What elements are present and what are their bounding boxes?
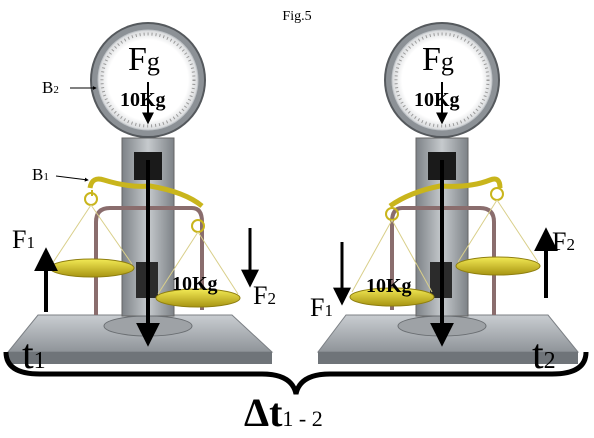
t2-sub: 2 — [544, 348, 556, 374]
right-base-front — [318, 352, 578, 364]
t2-label: t2 — [532, 332, 556, 378]
left-f1-sub: 1 — [26, 233, 35, 252]
right-fg-letter: F — [422, 41, 441, 78]
right-pan-right-strings — [457, 199, 539, 263]
left-pan-mass-label: 10Kg — [172, 273, 218, 295]
b1-pointer-arrow — [55, 175, 89, 182]
b1-letter: B — [32, 165, 43, 184]
right-dial-ticks — [394, 32, 490, 128]
left-base-front — [8, 352, 272, 364]
right-dial-face — [391, 29, 493, 131]
time-interval-brace — [3, 351, 589, 395]
delta-t-symbol: Δt — [244, 390, 283, 435]
right-ring-right — [490, 187, 504, 201]
left-dial-ticks — [100, 32, 196, 128]
t1-label: t1 — [22, 332, 46, 378]
delta-t-sub: 1 - 2 — [282, 406, 322, 431]
figure-title: Fig.5 — [282, 9, 311, 24]
left-frame — [94, 206, 204, 315]
right-f2-sub: 2 — [566, 235, 575, 254]
b1-sub: 1 — [43, 171, 49, 183]
right-f1-letter: F — [310, 293, 324, 322]
t1-sub: 1 — [34, 348, 46, 374]
right-balance-beam — [388, 176, 503, 209]
left-pan-left-strings — [51, 204, 133, 265]
right-pan-right — [455, 256, 541, 276]
t2-letter: t — [532, 332, 544, 378]
right-pan-mass-label: 10Kg — [366, 275, 412, 297]
b1-label: B1 — [32, 165, 49, 184]
left-fg-label: Fg — [128, 41, 160, 78]
b2-letter: B — [42, 78, 53, 97]
right-fg-sub: g — [441, 47, 454, 76]
left-balance-beam — [87, 176, 204, 208]
right-f2-letter: F — [552, 227, 566, 256]
left-pan-right-strings — [157, 231, 239, 295]
right-f1-label: F1 — [310, 293, 333, 322]
right-fg-label: Fg — [422, 41, 454, 78]
left-pan-left — [49, 258, 135, 278]
left-f1-letter: F — [12, 225, 26, 254]
left-fg-sub: g — [147, 47, 160, 76]
left-f2-label: F2 — [253, 281, 276, 310]
t1-letter: t — [22, 332, 34, 378]
left-fg-letter: F — [128, 41, 147, 78]
left-f2-letter: F — [253, 281, 267, 310]
left-pan-right — [155, 288, 241, 308]
left-dial-face — [97, 29, 199, 131]
b2-sub: 2 — [53, 84, 59, 96]
left-scale — [6, 22, 274, 364]
left-f2-sub: 2 — [267, 289, 276, 308]
left-dial-mass-label: 10Kg — [120, 89, 166, 111]
right-dial-mass-label: 10Kg — [414, 89, 460, 111]
left-f1-label: F1 — [12, 225, 35, 254]
delta-t-label: Δt1 - 2 — [244, 390, 323, 435]
right-f1-sub: 1 — [324, 301, 333, 320]
right-pan-left-strings — [351, 219, 433, 293]
right-f2-label: F2 — [552, 227, 575, 256]
b2-label: B2 — [42, 78, 59, 97]
